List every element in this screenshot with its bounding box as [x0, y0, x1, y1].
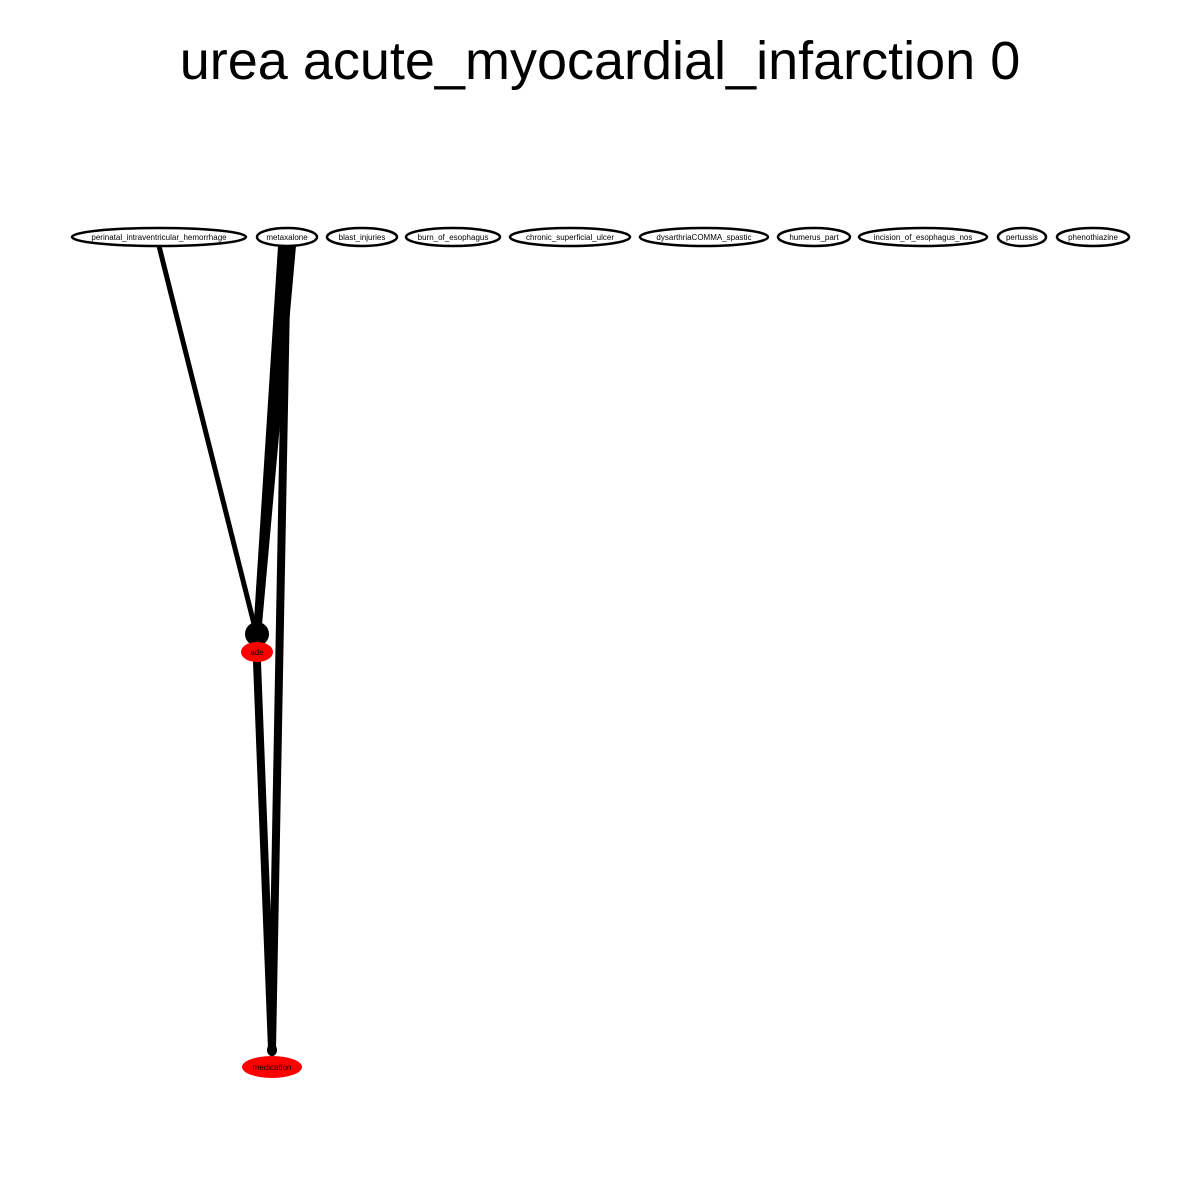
node-label: dysarthriaCOMMA_spastic [656, 233, 751, 242]
node-label: pertussis [1006, 233, 1038, 242]
node-humerus: humerus_part [776, 226, 852, 248]
node-shape [242, 1056, 302, 1078]
node-shape [857, 226, 989, 248]
node-shape [70, 226, 248, 248]
chart-title: urea acute_myocardial_infarction 0 [179, 31, 1021, 91]
node-incision: incision_of_esophagus_nos [857, 226, 989, 248]
node-metaxalone: metaxalone [255, 226, 319, 248]
node-shape [1055, 226, 1131, 248]
node-label: metaxalone [266, 233, 308, 242]
node-shape [776, 226, 852, 248]
node-ade: ade [241, 642, 273, 662]
node-label: humerus_part [789, 233, 839, 242]
node-burn: burn_of_esophagus [404, 226, 502, 248]
nodes-layer: perinatal_intraventricular_hemorrhage met… [70, 226, 1131, 1078]
node-label: ade [250, 648, 264, 657]
node-label: medication [253, 1063, 292, 1072]
node-medication: medication [242, 1056, 302, 1078]
node-label: phenothiazine [1068, 233, 1118, 242]
node-label: incision_of_esophagus_nos [874, 233, 973, 242]
node-phenothiazine: phenothiazine [1055, 226, 1131, 248]
node-shape [255, 226, 319, 248]
node-shape [325, 226, 399, 248]
node-label: chronic_superficial_ulcer [526, 233, 614, 242]
node-dysarthria: dysarthriaCOMMA_spastic [638, 226, 770, 248]
node-shape [404, 226, 502, 248]
node-pertussis: pertussis [996, 226, 1048, 248]
edge-ade-to-medication [253, 658, 277, 1056]
edges-layer [156, 242, 296, 1056]
node-chronic: chronic_superficial_ulcer [508, 226, 632, 248]
node-label: blast_injuries [339, 233, 386, 242]
node-perinatal: perinatal_intraventricular_hemorrhage [70, 226, 248, 248]
node-shape [241, 642, 273, 662]
edge-arrowhead [267, 1044, 277, 1056]
edge-perinatal-to-ade [156, 243, 262, 642]
node-label: burn_of_esophagus [418, 233, 489, 242]
node-shape [996, 226, 1048, 248]
node-shape [638, 226, 770, 248]
node-shape [508, 226, 632, 248]
node-label: perinatal_intraventricular_hemorrhage [91, 233, 227, 242]
edge-arrowhead [245, 622, 269, 646]
node-blast: blast_injuries [325, 226, 399, 248]
